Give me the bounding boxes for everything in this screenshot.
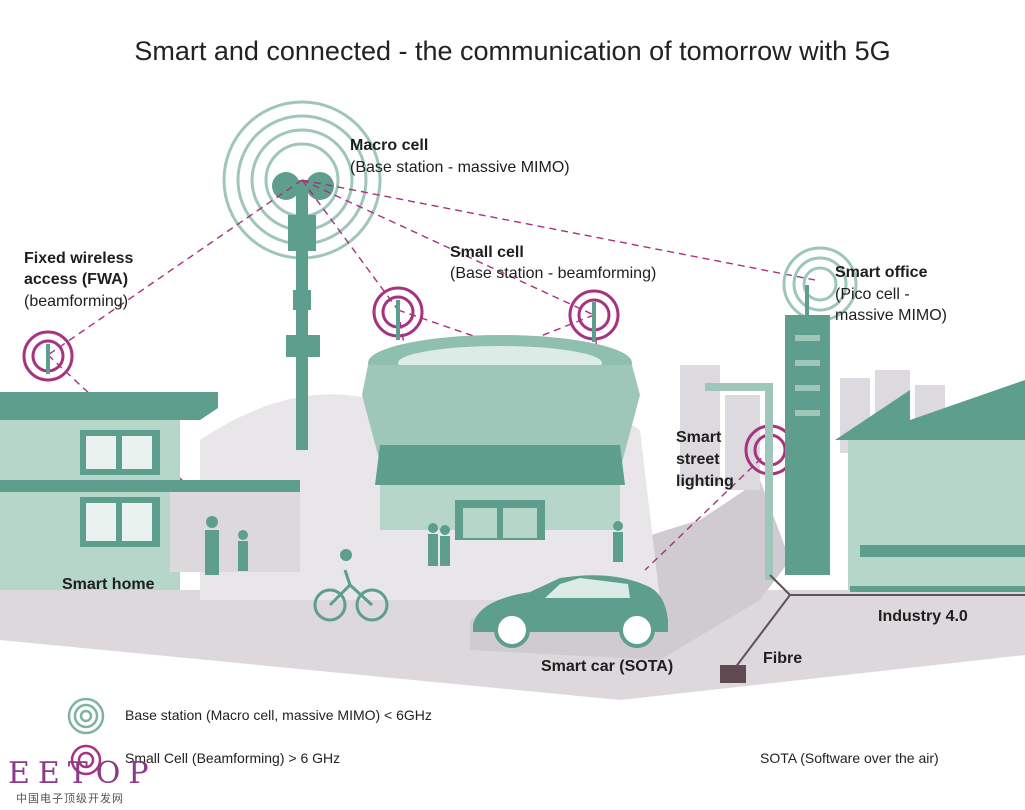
industry-label: Industry 4.0	[878, 608, 968, 625]
macro-cell-title: Macro cell	[350, 137, 429, 154]
watermark-logo: EETOP	[8, 756, 157, 791]
stadium	[362, 335, 640, 540]
small-cell-sub: (Base station - beamforming)	[450, 265, 657, 282]
people-icons	[205, 516, 623, 575]
legend-small-cell-text: Small Cell (Beamforming) > 6 GHz	[125, 750, 341, 766]
smart-office-sub1: (Pico cell -	[835, 286, 910, 303]
smart-home-label: Smart home	[62, 576, 155, 593]
skyline	[680, 365, 945, 490]
smart-car-icon	[473, 575, 668, 648]
legend-base-station-text: Base station (Macro cell, massive MIMO) …	[125, 707, 432, 723]
fibre-lines	[734, 574, 1025, 669]
smart-car-label: Smart car (SOTA)	[541, 658, 674, 675]
legend-base-station-icon	[67, 697, 105, 735]
fibre-label: Fibre	[763, 650, 803, 667]
watermark-subtitle: 中国电子顶级开发网	[16, 793, 124, 805]
fwa-sub: (beamforming)	[24, 293, 129, 310]
street-lighting-line1: Smart	[676, 429, 722, 446]
smart-office-title: Smart office	[835, 264, 928, 281]
legend-small-cell-icon	[70, 744, 102, 776]
smart-home-house	[0, 392, 300, 590]
macro-tower-icon	[272, 172, 334, 450]
fibre-box	[720, 665, 746, 683]
smart-office-sub2: massive MIMO)	[835, 307, 947, 324]
street-lighting-line2: street	[676, 451, 720, 468]
smart-office-tower	[785, 285, 830, 575]
legend-sota-text: SOTA (Software over the air)	[760, 750, 939, 766]
street-lighting-line3: lighting	[676, 473, 734, 490]
small-cell-title: Small cell	[450, 244, 524, 261]
cyclist-icon	[313, 569, 389, 622]
fwa-line2: access (FWA)	[24, 271, 129, 288]
street-light	[705, 383, 773, 580]
page-title: Smart and connected - the communication …	[134, 36, 891, 66]
macro-cell-sub: (Base station - massive MIMO)	[350, 159, 570, 176]
fwa-line1: Fixed wireless	[24, 250, 134, 267]
industry-factory	[835, 380, 1025, 592]
